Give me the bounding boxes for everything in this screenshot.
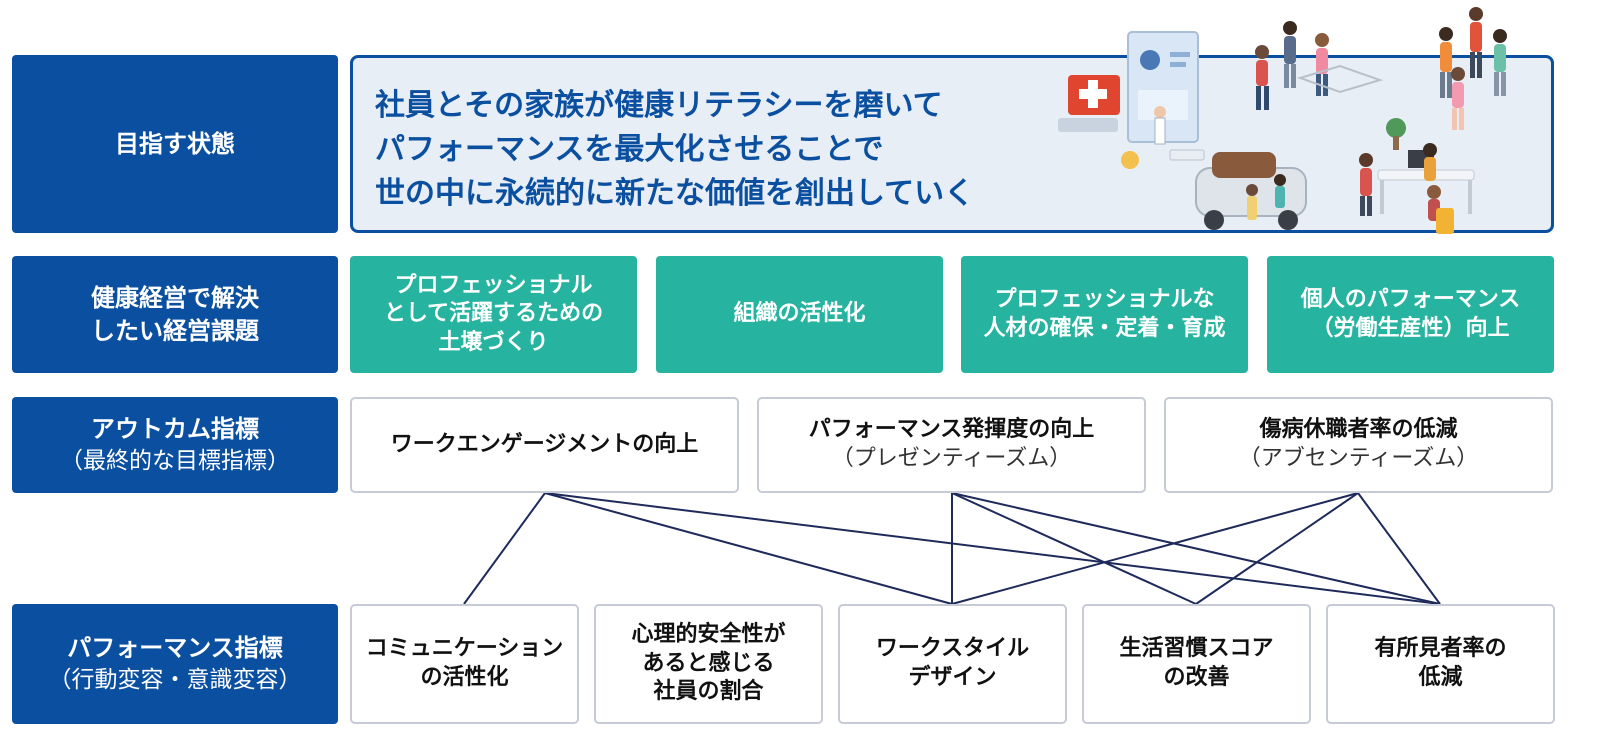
performance-line: の活性化 (420, 665, 509, 690)
performance-line: 低減 (1418, 665, 1463, 690)
challenge-line: 個人のパフォーマンス (1300, 286, 1521, 312)
performance-box: 生活習慣スコア の改善 (1082, 604, 1311, 724)
outcome-title: ワークエンゲージメントの向上 (390, 431, 699, 457)
row-label-performance-sub: （行動変容・意識変容） (48, 666, 302, 693)
challenge-line: 組織の活性化 (733, 301, 866, 327)
challenge-line: 人材の確保・定着・育成 (983, 315, 1226, 341)
row-label-outcome: アウトカム指標 （最終的な目標指標） (12, 397, 338, 493)
doctor-screen-icon (1127, 31, 1205, 161)
row-label-challenges-line: 健康経営で解決 (91, 284, 259, 313)
outcome-box: パフォーマンス発揮度の向上 （プレゼンティーズム） (757, 397, 1146, 493)
medical-kit-icon (1058, 75, 1139, 169)
outcome-box: 傷病休職者率の低減 （アブセンティーズム） (1164, 397, 1553, 493)
challenge-line: として活躍するための (383, 301, 604, 327)
outcome-subtitle: （プレゼンティーズム） (831, 446, 1072, 471)
connector-line (1357, 492, 1441, 605)
vision-line: パフォーマンスを最大化させることで (375, 132, 884, 167)
challenge-line: プロフェッショナル (394, 272, 593, 298)
connector-line (1195, 492, 1359, 605)
performance-box: 心理的安全性が あると感じる 社員の割合 (594, 604, 823, 724)
performance-line: 生活習慣スコア (1119, 636, 1274, 662)
exercise-people-icon (1255, 7, 1507, 130)
vision-line: 世の中に永続的に新たな価値を創出していく (375, 176, 975, 211)
performance-line: 社員の割合 (653, 679, 764, 705)
performance-line: デザイン (908, 665, 997, 690)
connector-line (544, 492, 953, 605)
row-label-outcome-sub: （最終的な目標指標） (60, 447, 290, 474)
connector-line (951, 492, 1441, 605)
outcome-title: 傷病休職者率の低減 (1259, 417, 1458, 443)
connector-line (951, 492, 1359, 605)
performance-line: 有所見者率の (1374, 636, 1507, 662)
challenge-line: 土壌づくり (438, 329, 549, 355)
car-family-icon (1195, 152, 1307, 230)
connector-line (544, 492, 1441, 605)
performance-box: ワークスタイル デザイン (838, 604, 1067, 724)
performance-line: ワークスタイル (875, 636, 1030, 662)
outcome-subtitle: （アブセンティーズム） (1238, 446, 1479, 471)
performance-line: の改善 (1163, 665, 1230, 690)
performance-box: 有所見者率の 低減 (1326, 604, 1555, 724)
performance-line: 心理的安全性が (631, 622, 786, 648)
row-label-performance-title: パフォーマンス指標 (67, 634, 283, 663)
outcome-box: ワークエンゲージメントの向上 (350, 397, 739, 493)
challenge-line: プロフェッショナルな (994, 286, 1215, 312)
connector-line (951, 492, 1197, 605)
performance-line: コミュニケーション (365, 636, 564, 662)
challenge-line: （労働生産性）向上 (1311, 315, 1510, 341)
row-label-challenges: 健康経営で解決 したい経営課題 (12, 256, 338, 373)
vision-line: 社員とその家族が健康リテラシーを磨いて (375, 88, 943, 123)
row-label-challenges-line: したい経営課題 (91, 316, 259, 345)
vision-statement: 社員とその家族が健康リテラシーを磨いて パフォーマンスを最大化させることで 世の… (375, 84, 974, 216)
vision-box: 社員とその家族が健康リテラシーを磨いて パフォーマンスを最大化させることで 世の… (350, 55, 1554, 233)
row-label-outcome-title: アウトカム指標 (91, 415, 259, 444)
challenge-box: プロフェッショナルな 人材の確保・定着・育成 (961, 256, 1248, 373)
performance-box: コミュニケーション の活性化 (350, 604, 579, 724)
challenge-box: 組織の活性化 (656, 256, 943, 373)
connector-line (463, 492, 546, 605)
row-label-vision: 目指す状態 (12, 55, 338, 233)
challenge-box: 個人のパフォーマンス （労働生産性）向上 (1267, 256, 1554, 373)
challenge-box: プロフェッショナル として活躍するための 土壌づくり (350, 256, 637, 373)
outcome-title: パフォーマンス発揮度の向上 (808, 417, 1095, 443)
row-label-vision-text: 目指す状態 (115, 129, 235, 158)
performance-line: あると感じる (642, 650, 775, 676)
office-work-icon (1359, 118, 1475, 234)
row-label-performance: パフォーマンス指標 （行動変容・意識変容） (12, 604, 338, 724)
